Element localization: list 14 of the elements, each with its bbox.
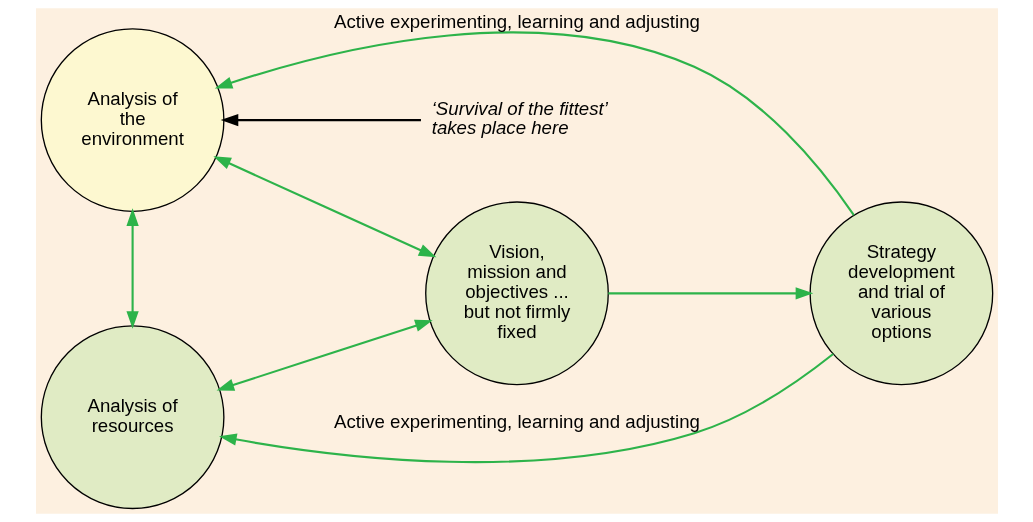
node-circle: Strategy development and trial of various options — [808, 201, 993, 386]
arrow — [125, 208, 139, 329]
node-circle: Analysis of resources — [40, 325, 225, 510]
edge-label: Active experimenting, learning and adjusting — [333, 411, 700, 433]
arrow — [214, 31, 855, 216]
node-circle: Analysis of the environment — [40, 28, 225, 213]
arrow — [220, 113, 421, 127]
arrow — [216, 319, 433, 391]
arrow — [218, 353, 834, 464]
node-circle: Vision, mission and objectives ... but not firmly fixed — [424, 201, 609, 386]
edge-label: Active experimenting, learning and adjusting — [333, 11, 700, 33]
node-text: ‘Survival of the fittest’ takes place here — [431, 98, 608, 138]
arrow — [607, 287, 813, 300]
arrow — [212, 156, 436, 258]
